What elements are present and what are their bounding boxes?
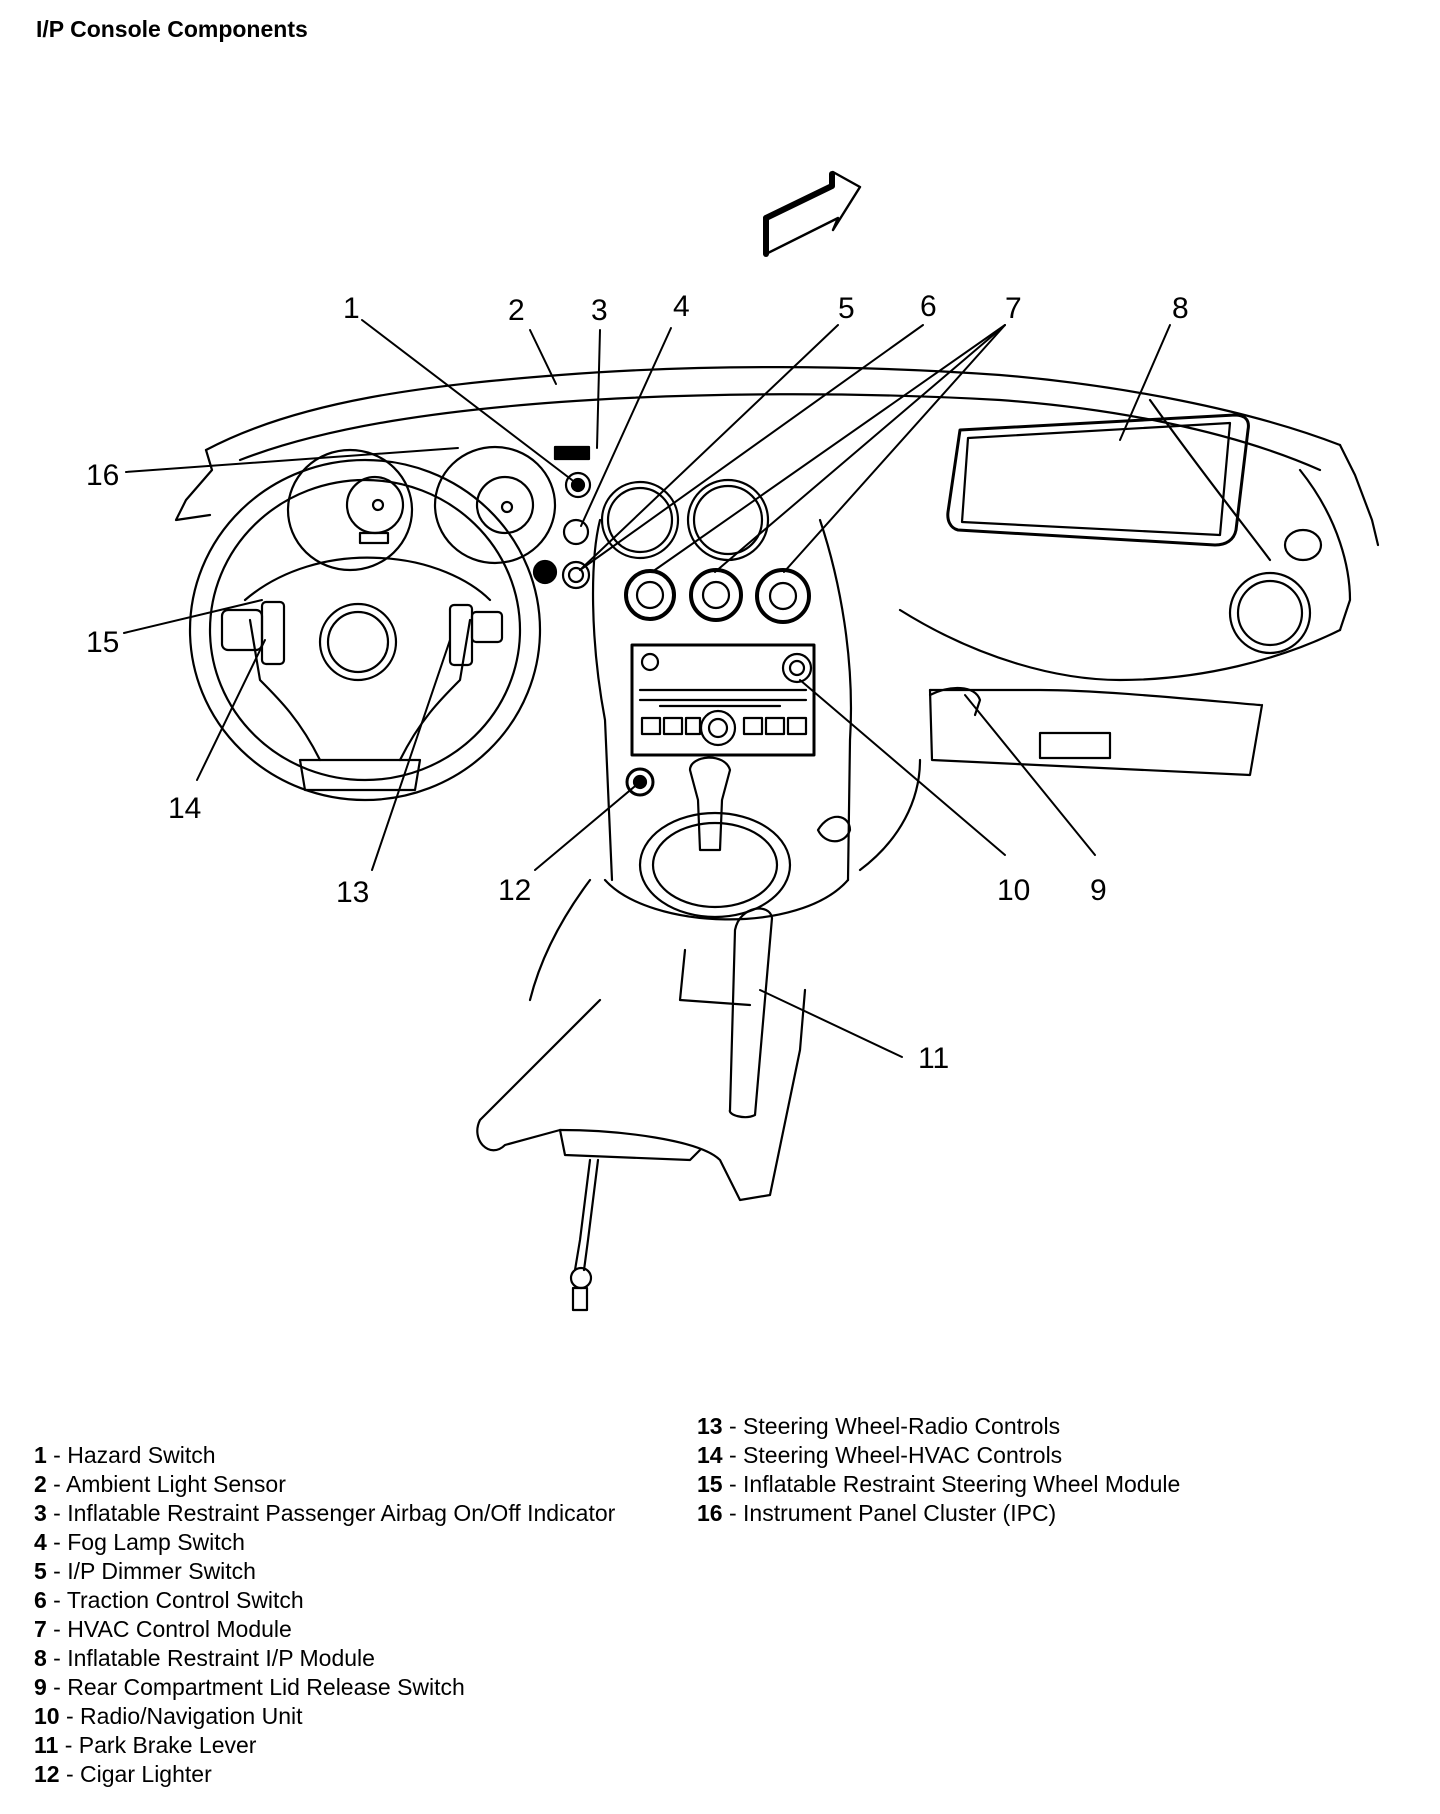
dashboard-diagram: 1 2 3 4 5 6 7 8 9 10 11 12 13 14 15 16 <box>86 170 1380 1312</box>
legend-item: 10 - Radio/Navigation Unit <box>34 1703 303 1729</box>
legend-item: 16 - Instrument Panel Cluster (IPC) <box>697 1500 1057 1526</box>
page-title: I/P Console Components <box>36 16 308 42</box>
callout-16: 16 <box>86 459 119 492</box>
air-vents <box>600 478 1323 655</box>
callout-14: 14 <box>168 792 201 825</box>
forward-direction-arrow-icon <box>763 170 862 257</box>
callout-4: 4 <box>673 290 690 323</box>
legend-item: 8 - Inflatable Restraint I/P Module <box>34 1645 375 1671</box>
steering-wheel <box>188 458 542 802</box>
center-console <box>528 518 922 1002</box>
legend-item: 4 - Fog Lamp Switch <box>34 1529 245 1555</box>
callout-9: 9 <box>1090 874 1107 907</box>
legend-item: 13 - Steering Wheel-Radio Controls <box>697 1413 1061 1439</box>
legend-item: 12 - Cigar Lighter <box>34 1761 212 1787</box>
callout-10: 10 <box>997 874 1030 907</box>
callout-11: 11 <box>918 1042 949 1075</box>
legend-item: 9 - Rear Compartment Lid Release Switch <box>34 1674 465 1700</box>
legend-item: 7 - HVAC Control Module <box>34 1616 292 1642</box>
radio-unit <box>630 643 816 757</box>
legend-item: 15 - Inflatable Restraint Steering Wheel… <box>697 1471 1181 1497</box>
callout-7: 7 <box>1005 292 1022 325</box>
callout-labels: 1 2 3 4 5 6 7 8 9 10 11 12 13 14 15 16 <box>86 290 1189 1075</box>
callout-2: 2 <box>508 294 525 327</box>
legend-item: 3 - Inflatable Restraint Passenger Airba… <box>34 1500 616 1526</box>
hvac-control-knobs <box>624 568 811 624</box>
legend-item: 11 - Park Brake Lever <box>34 1732 257 1758</box>
shifter-area <box>625 756 852 919</box>
callout-5: 5 <box>838 292 855 325</box>
legend-item: 6 - Traction Control Switch <box>34 1587 304 1613</box>
legend-left-column: 1 - Hazard Switch 2 - Ambient Light Sens… <box>34 1441 615 1789</box>
callout-3: 3 <box>591 294 608 327</box>
legend-right-column: 13 - Steering Wheel-Radio Controls 14 - … <box>697 1412 1180 1528</box>
center-stack-switches <box>532 445 592 590</box>
legend-item: 5 - I/P Dimmer Switch <box>34 1558 256 1584</box>
callout-1: 1 <box>343 292 360 325</box>
park-brake-assembly <box>476 907 807 1312</box>
legend-item: 14 - Steering Wheel-HVAC Controls <box>697 1442 1063 1468</box>
passenger-airbag-panel <box>928 413 1250 760</box>
callout-15: 15 <box>86 626 119 659</box>
callout-6: 6 <box>920 290 937 323</box>
leader-lines <box>123 319 1171 1058</box>
callout-13: 13 <box>336 876 369 909</box>
legend-item: 2 - Ambient Light Sensor <box>34 1471 286 1497</box>
callout-8: 8 <box>1172 292 1189 325</box>
legend-item: 1 - Hazard Switch <box>34 1442 216 1468</box>
dashboard-outline <box>174 366 1380 777</box>
instrument-cluster <box>286 445 557 572</box>
callout-12: 12 <box>498 874 531 907</box>
